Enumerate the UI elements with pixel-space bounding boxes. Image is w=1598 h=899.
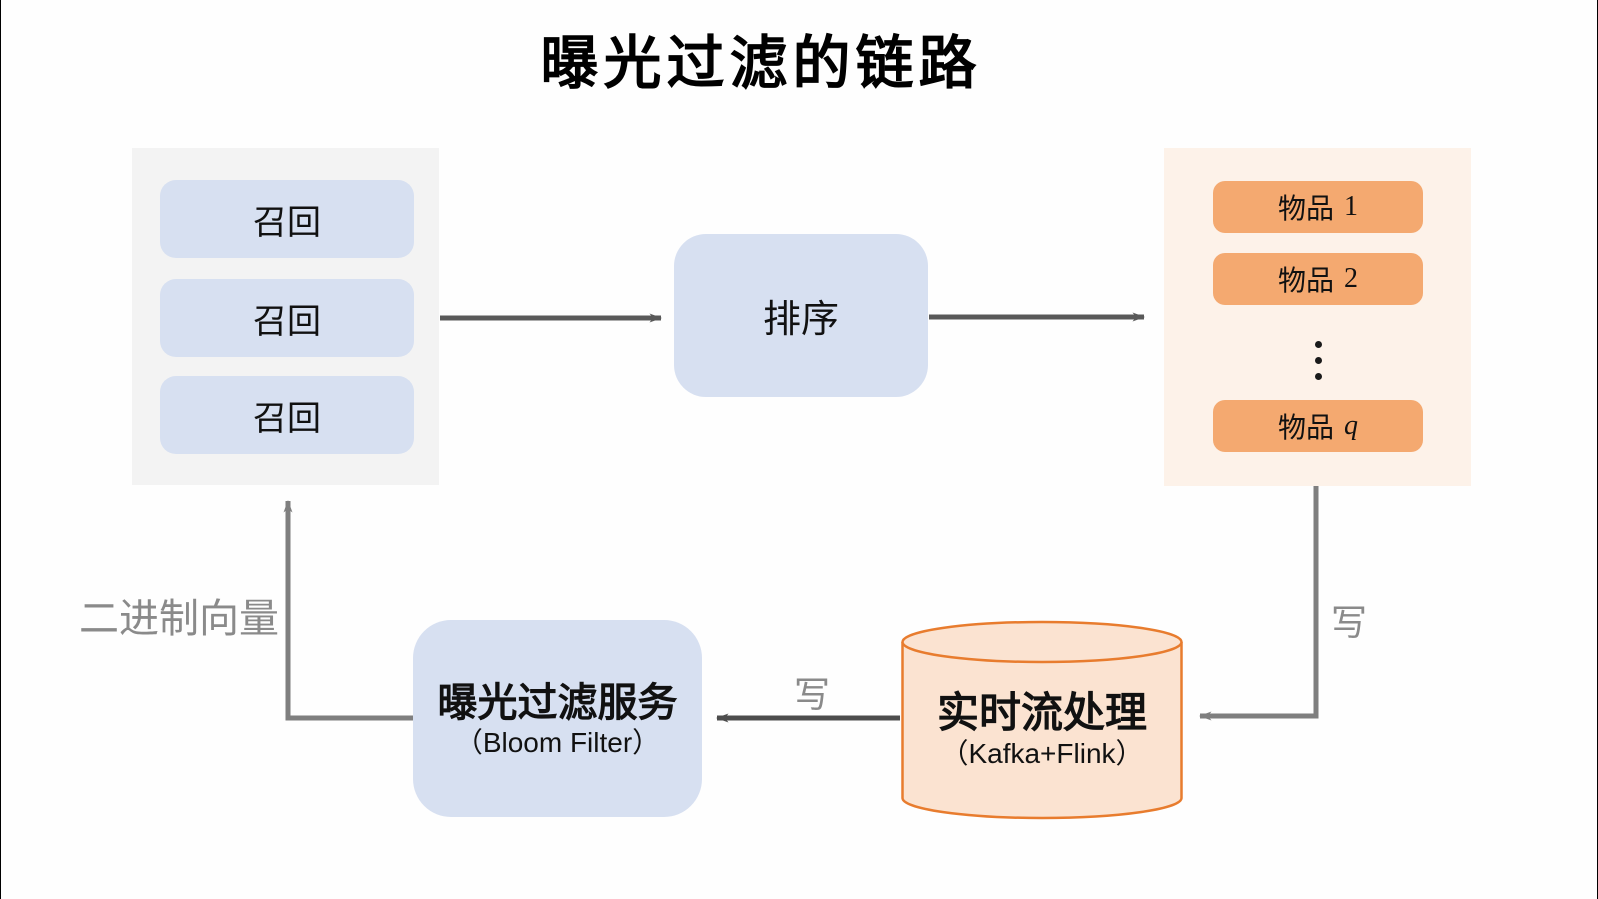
stream-cylinder-labels: 实时流处理 （Kafka+Flink） [900,620,1184,821]
arrow-bloom-to-recall [283,500,413,721]
recall-panel: 召回 召回 召回 [132,148,439,485]
arrow-items-to-stream [1199,486,1319,721]
bloom-label: 曝光过滤服务 [437,680,678,725]
recall-box-1: 召回 [160,180,414,258]
item-box-1: 物品 1 [1213,181,1423,233]
items-panel: 物品 1 物品 2 物品 q [1164,148,1471,486]
item-index: 1 [1344,191,1358,222]
diagram-title: 曝光过滤的链路 [540,31,982,96]
stream-sublabel: （Kafka+Flink） [940,737,1144,769]
bloom-filter-box: 曝光过滤服务 （Bloom Filter） [413,620,702,817]
stream-cylinder [901,620,1183,820]
write-label-stream-to-service: 写 [794,674,831,715]
ellipsis-dots [1315,341,1322,380]
bloom-sublabel: （Bloom Filter） [454,726,661,758]
item-index: 2 [1344,263,1358,294]
recall-box-3: 召回 [160,376,414,454]
item-label: 物品 [1277,193,1334,224]
rank-box: 排序 [674,234,928,397]
item-box-2: 物品 2 [1213,253,1423,305]
recall-box-2: 召回 [160,279,414,357]
cylinder-top [901,620,1183,664]
item-label: 物品 [1277,412,1334,443]
stream-label: 实时流处理 [936,688,1147,736]
binary-vector-label: 二进制向量 [79,597,279,641]
write-label-items-to-stream: 写 [1331,602,1368,643]
item-box-q: 物品 q [1213,400,1423,452]
cylinder-body [901,642,1183,820]
item-index: q [1344,410,1358,441]
item-label: 物品 [1277,265,1334,296]
